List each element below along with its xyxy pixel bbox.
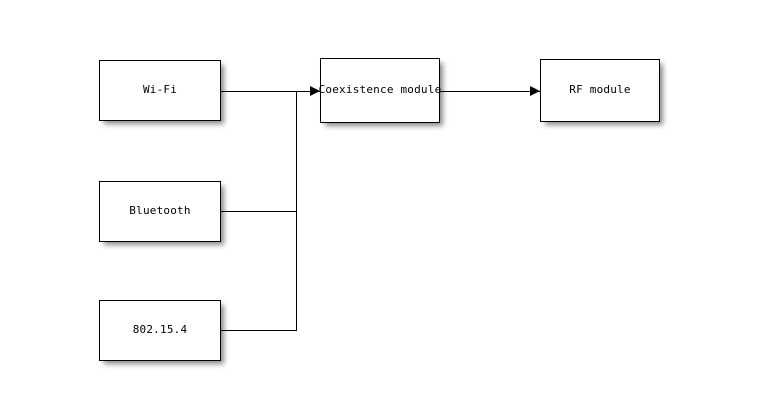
node-802-15-4-label: 802.15.4: [132, 323, 188, 337]
node-rf-module-label: RF module: [569, 83, 631, 97]
edge-bluetooth-to-bus: [221, 211, 297, 212]
edge-collector-bus: [296, 91, 297, 331]
node-bluetooth-label: Bluetooth: [129, 204, 191, 218]
edge-bus-to-coexistence: [296, 91, 320, 92]
node-rf-module[interactable]: RF module: [540, 59, 660, 122]
arrowhead-into-rf-icon: [530, 86, 540, 96]
edge-coexistence-to-rf: [440, 91, 540, 92]
node-802-15-4[interactable]: 802.15.4: [99, 300, 221, 361]
node-coexistence-module[interactable]: Coexistence module: [318, 58, 442, 123]
edge-wifi-to-bus: [221, 91, 297, 92]
edge-802-15-4-to-bus: [221, 330, 297, 331]
node-bluetooth[interactable]: Bluetooth: [99, 181, 221, 242]
arrowhead-into-coexistence-icon: [310, 86, 320, 96]
node-coexistence-module-label: Coexistence module: [318, 83, 442, 97]
node-wifi[interactable]: Wi-Fi: [99, 60, 221, 121]
node-wifi-label: Wi-Fi: [142, 83, 178, 97]
